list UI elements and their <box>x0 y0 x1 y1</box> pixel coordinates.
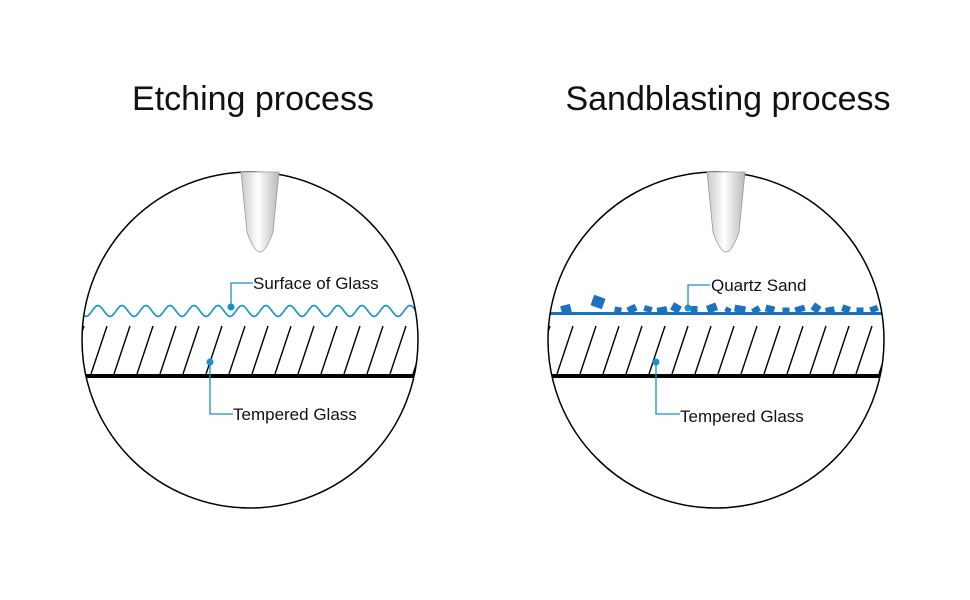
hatch-line <box>159 325 177 375</box>
quartz-sand-particles <box>560 294 879 315</box>
sand-particle <box>724 306 732 314</box>
hatch-line <box>855 325 873 375</box>
sand-particle <box>560 303 572 315</box>
base-callout-line <box>209 362 233 415</box>
hatch-line <box>113 325 131 375</box>
sand-label: Quartz Sand <box>711 276 806 295</box>
sand-particle <box>690 306 698 312</box>
hatch-line <box>320 325 338 375</box>
hatch-line <box>389 325 407 375</box>
tempered-glass-hatch <box>82 325 418 375</box>
hatch-line <box>832 325 850 375</box>
sandblasting-title: Sandblasting process <box>565 80 891 118</box>
hatch-line <box>556 325 574 375</box>
hatch-line <box>602 325 620 375</box>
sand-particle <box>825 306 835 314</box>
sand-particle <box>656 306 668 314</box>
surface-callout-line <box>230 282 253 307</box>
sand-particle <box>764 304 776 314</box>
sand-particle <box>643 305 653 313</box>
sand-callout-line <box>687 284 710 308</box>
sandblasting-panel: Quartz Sand Tempered Glass <box>547 171 885 509</box>
hatch-line <box>182 325 200 375</box>
base-label: Tempered Glass <box>680 407 804 426</box>
sand-particle <box>733 304 747 314</box>
hatch-line <box>228 325 246 375</box>
base-callout-line <box>655 362 680 415</box>
hatch-line <box>205 325 223 375</box>
hatch-line <box>136 325 154 375</box>
tempered-glass-hatch <box>548 325 884 375</box>
hatch-line <box>809 325 827 375</box>
sand-particle <box>869 304 879 314</box>
stylus-tip-icon <box>240 171 280 253</box>
stylus-tip-icon <box>706 171 746 253</box>
etched-surface-wave <box>82 304 418 318</box>
sand-particle <box>705 302 719 314</box>
hatch-line <box>625 325 643 375</box>
hatch-line <box>694 325 712 375</box>
sand-particle <box>626 303 638 315</box>
hatch-line <box>671 325 689 375</box>
sand-particle <box>751 305 761 315</box>
base-label: Tempered Glass <box>233 405 357 424</box>
hatch-line <box>343 325 361 375</box>
etching-panel: Surface of Glass Tempered Glass <box>81 171 419 509</box>
sand-particle <box>841 304 851 314</box>
sand-particle <box>810 302 822 314</box>
sand-particle <box>670 302 682 314</box>
hatch-line <box>763 325 781 375</box>
hatch-line <box>648 325 666 375</box>
hatch-line <box>786 325 804 375</box>
hatch-line <box>274 325 292 375</box>
hatch-line <box>297 325 315 375</box>
sand-particle <box>590 294 606 310</box>
hatch-line <box>740 325 758 375</box>
hatch-line <box>717 325 735 375</box>
hatch-line <box>251 325 269 375</box>
sand-particle <box>794 304 806 314</box>
hatch-line <box>579 325 597 375</box>
hatch-line <box>366 325 384 375</box>
sand-particle <box>782 307 790 313</box>
hatch-line <box>90 325 108 375</box>
sand-particle <box>856 307 864 313</box>
etching-title: Etching process <box>132 80 374 118</box>
sand-particle <box>614 306 622 314</box>
surface-label: Surface of Glass <box>253 274 379 293</box>
